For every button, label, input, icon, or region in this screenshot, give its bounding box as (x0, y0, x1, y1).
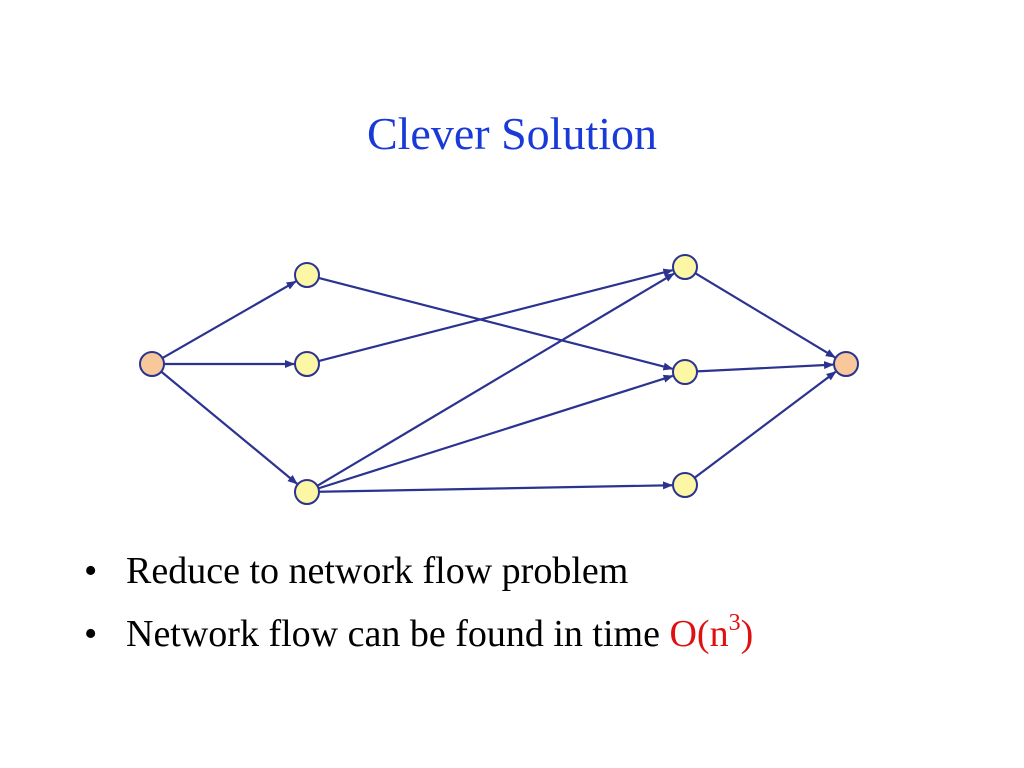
node-right-bottom (672, 472, 698, 498)
node-source (139, 351, 165, 377)
node-left-bottom (294, 479, 320, 505)
edge-source-to-left-top (161, 280, 297, 359)
complexity-expression: O(n3) (669, 610, 754, 655)
edge-right-middle-to-sink (696, 361, 835, 373)
slide-title: Clever Solution (366, 108, 658, 159)
edge-left-middle-to-right-top (318, 268, 674, 363)
edge-left-top-to-right-middle (318, 276, 674, 371)
edge-left-bottom-to-right-bottom (318, 481, 674, 493)
complexity-base: O(n (669, 613, 729, 655)
bullet-item: • Reduce to network flow problem (84, 548, 753, 594)
edge-source-to-left-bottom (160, 370, 298, 485)
bullet-text: Reduce to network flow problem (126, 550, 629, 592)
nodes-layer (139, 254, 859, 505)
node-sink (833, 351, 859, 377)
node-right-top (672, 254, 698, 280)
edge-right-bottom-to-sink (693, 370, 837, 479)
node-right-middle (672, 359, 698, 385)
bullet-marker: • (84, 550, 98, 592)
edge-left-bottom-to-right-top (316, 272, 675, 487)
node-left-middle (294, 351, 320, 377)
node-left-top (294, 262, 320, 288)
bullet-marker: • (84, 613, 98, 655)
bullet-text: Network flow can be found in time (126, 613, 670, 655)
bullet-item: • Network flow can be found in time O(n3… (84, 611, 753, 657)
complexity-exponent: 3 (728, 610, 741, 636)
complexity-close: ) (740, 613, 754, 655)
edge-right-top-to-sink (694, 272, 836, 359)
bullet-list: • Reduce to network flow problem • Netwo… (84, 548, 753, 674)
edge-left-bottom-to-right-middle (318, 374, 674, 490)
edges-layer (160, 268, 837, 493)
